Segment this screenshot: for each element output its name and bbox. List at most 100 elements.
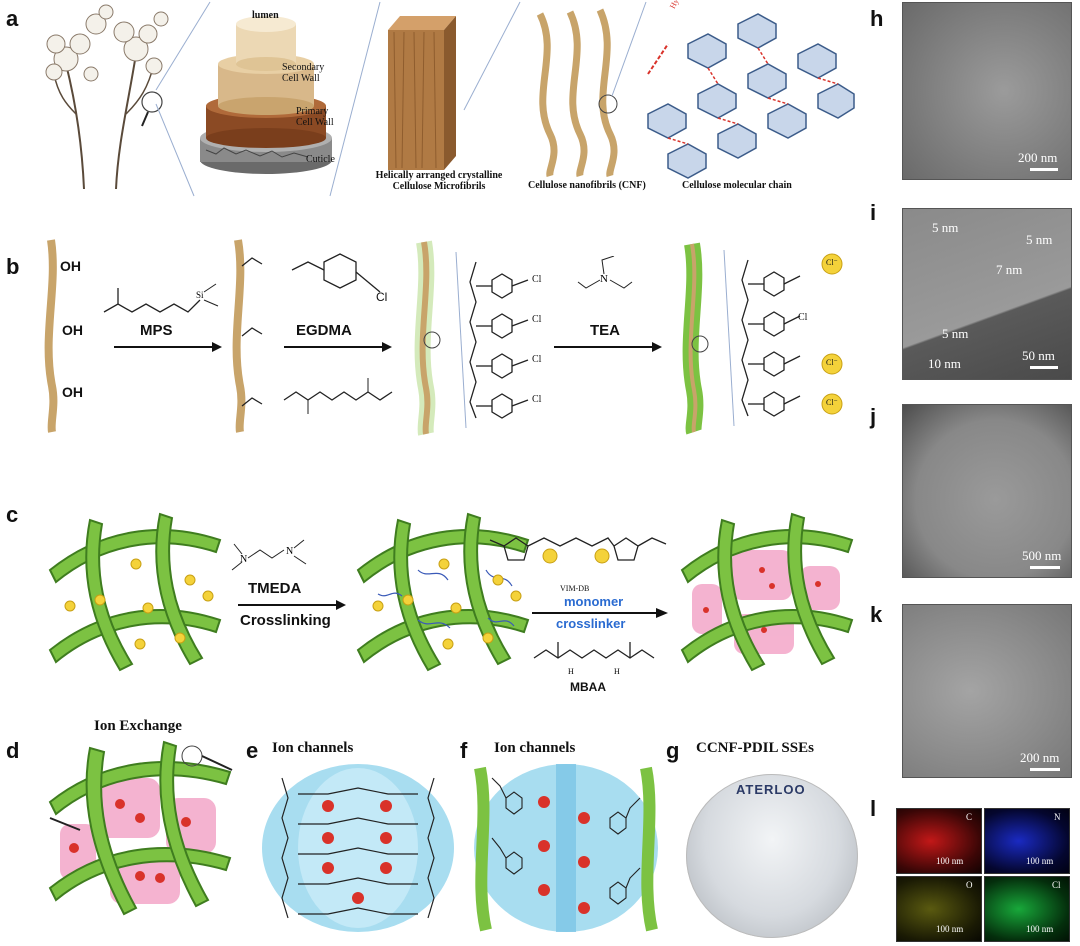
ion-channels-pil <box>262 764 454 932</box>
oh-group-3: OH <box>62 384 83 400</box>
eds-label-cl: Cl <box>1052 880 1061 890</box>
label-monomer: monomer <box>564 594 624 609</box>
label-crosslinker: crosslinker <box>556 616 626 631</box>
oh-group-1: OH <box>60 258 81 274</box>
svg-text:N: N <box>286 546 293 557</box>
tem-image-h <box>902 2 1072 180</box>
label-mbaa: MBAA <box>570 680 606 694</box>
label-secondary-cell-wall: Secondary Cell Wall <box>282 62 325 84</box>
scale-label-j: 500 nm <box>1022 548 1062 563</box>
panel-label-j: j <box>870 404 877 429</box>
diameter-label-3: 7 nm <box>996 262 1023 277</box>
scale-bar-k <box>1030 768 1060 771</box>
vim-db-structure <box>489 537 667 564</box>
ion-exchange-network <box>48 740 233 916</box>
label-microfibrils: Helically arranged crystalline Cellulose… <box>375 170 503 192</box>
vbc-structure <box>291 253 381 293</box>
label-chain: Cellulose molecular chain <box>682 180 792 191</box>
eds-scale-o: 100 nm <box>936 924 964 934</box>
sse-membrane-photo <box>686 774 858 938</box>
svg-text:N: N <box>600 273 608 285</box>
label-tmeda: TMEDA <box>248 580 302 597</box>
ccnf-pdil-network <box>680 512 854 672</box>
label-crosslinking: Crosslinking <box>240 612 331 629</box>
label-mps: MPS <box>140 322 173 339</box>
svg-text:H: H <box>614 667 620 676</box>
cnf-fiber-vinyl <box>232 239 263 433</box>
eds-map-c <box>896 808 982 874</box>
scale-label-h: 200 nm <box>1018 150 1058 165</box>
eds-label-n: N <box>1054 812 1061 822</box>
arrow-monomer <box>532 608 668 618</box>
panel-label-f: f <box>460 738 468 763</box>
label-vim-db: VIM-DB <box>560 584 590 593</box>
panel-label-d: d <box>6 738 20 763</box>
arrow-tmeda <box>238 600 346 610</box>
label-lumen: lumen <box>252 10 279 21</box>
cnf-fiber-grafted <box>414 240 441 436</box>
panel-label-c: c <box>6 502 19 527</box>
pvbc-cl-4: Cl <box>532 394 542 405</box>
qpvbc-cl: Cl <box>798 312 808 323</box>
scale-bar-j <box>1030 566 1060 569</box>
cl-ion-1: Cl⁻ <box>826 258 838 267</box>
panel-label-h: h <box>870 6 884 31</box>
pvbc-cl-3: Cl <box>532 354 542 365</box>
title-ion-channels-f: Ion channels <box>494 740 576 756</box>
pvbc-cl-2: Cl <box>532 314 542 325</box>
tea-structure: N <box>577 256 633 289</box>
egdma-structure <box>283 378 393 414</box>
label-tea: TEA <box>590 322 620 339</box>
panel-label-g: g <box>666 738 680 763</box>
eds-scale-n: 100 nm <box>1026 856 1054 866</box>
cl-ion-2: Cl⁻ <box>826 358 838 367</box>
ion-channels-ccnf <box>474 764 658 932</box>
diameter-label-4: 5 nm <box>942 326 969 341</box>
cotton-plant-illustration <box>45 4 169 190</box>
panel-label-b: b <box>6 254 20 279</box>
scale-label-i: 50 nm <box>1022 348 1055 363</box>
eds-scale-cl: 100 nm <box>1026 924 1054 934</box>
oh-group-2: OH <box>62 322 83 338</box>
pvbc-cl-1: Cl <box>532 274 542 285</box>
arrow-tea <box>554 342 662 352</box>
cl-ion-3: Cl⁻ <box>826 398 838 407</box>
eds-map-n <box>984 808 1070 874</box>
diameter-label-5: 10 nm <box>928 356 961 371</box>
cnf-fiber-quaternized <box>682 242 709 435</box>
panel-label-a: a <box>6 6 19 31</box>
mps-structure: Si <box>103 283 219 313</box>
scale-bar-h <box>1030 168 1058 171</box>
tem-image-k <box>902 604 1072 778</box>
diameter-label-2: 5 nm <box>1026 232 1053 247</box>
arrow-mps <box>114 342 222 352</box>
tem-image-j <box>902 404 1072 578</box>
title-ion-channels-e: Ion channels <box>272 740 354 756</box>
svg-text:N: N <box>240 554 247 565</box>
panel-label-l: l <box>870 796 877 821</box>
diameter-label-1: 5 nm <box>932 220 959 235</box>
brand-text: ATERLOO <box>736 782 806 797</box>
panel-label-k: k <box>870 602 883 627</box>
vbc-cl: Cl <box>376 290 388 304</box>
svg-text:Si: Si <box>196 290 204 300</box>
label-egdma: EGDMA <box>296 322 352 339</box>
cnf-strands <box>536 8 618 177</box>
eds-label-o: O <box>966 880 973 890</box>
label-cuticle: Cuticle <box>306 154 335 165</box>
eds-label-c: C <box>966 812 973 822</box>
pvbc-polymer <box>455 251 529 429</box>
label-cnf: Cellulose nanofibrils (CNF) <box>528 180 646 191</box>
zoom-lines-b <box>463 1 647 111</box>
svg-text:H: H <box>568 667 574 676</box>
label-primary-cell-wall: Primary Cell Wall <box>296 106 334 128</box>
ccnf-network-2 <box>356 512 530 672</box>
tem-image-i <box>902 208 1072 380</box>
title-ion-exchange: Ion Exchange <box>94 718 182 734</box>
tmeda-structure: NN <box>231 539 307 571</box>
microfibril-block <box>388 16 456 170</box>
eds-map-cl <box>984 876 1070 942</box>
arrow-egdma <box>284 342 392 352</box>
eds-map-o <box>896 876 982 942</box>
panel-label-i: i <box>870 200 877 225</box>
